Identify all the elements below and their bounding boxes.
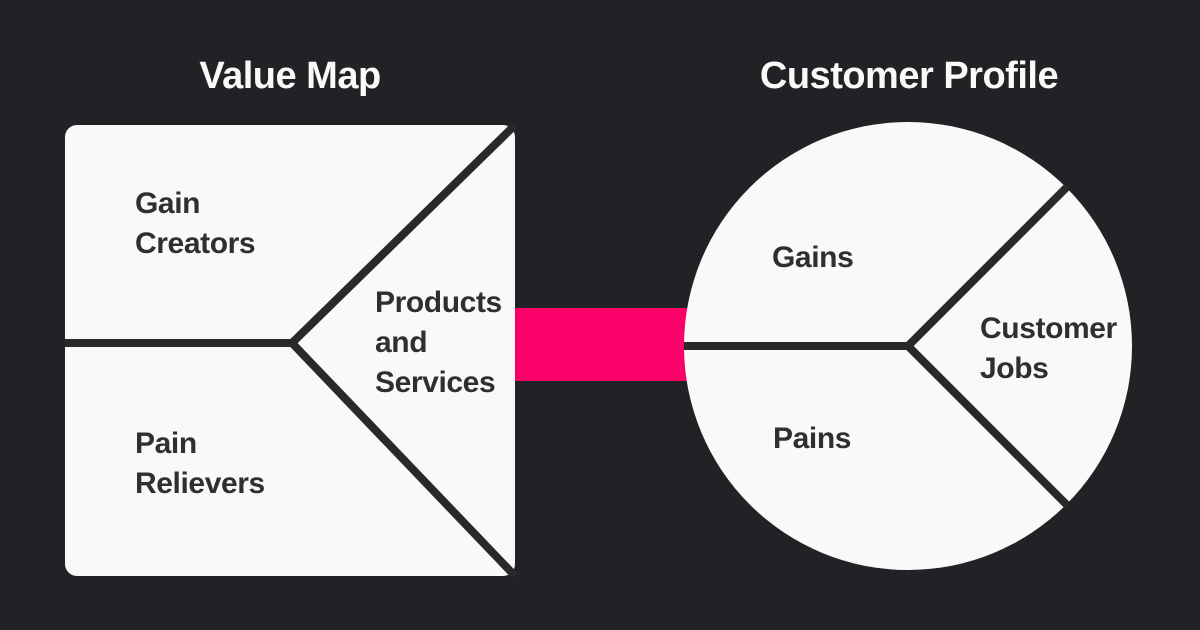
section-label-pains: Pains <box>773 422 852 455</box>
section-label-pain-relievers: Pain Relievers <box>135 427 265 500</box>
value-map-diagonal-dividers <box>286 122 518 579</box>
customer-profile-upper-divider <box>905 184 1070 349</box>
customer-profile-lower-divider <box>905 343 1070 508</box>
section-label-gain-creators: Gain Creators <box>135 187 256 260</box>
customer-profile-circle <box>684 122 1132 570</box>
section-label-gains: Gains <box>772 241 854 274</box>
value-map-square <box>65 122 518 579</box>
connector-bar <box>510 308 692 381</box>
customer-profile-title: Customer Profile <box>759 55 1059 97</box>
section-label-customer-jobs: Customer Jobs <box>980 312 1117 385</box>
value-map-title: Value Map <box>199 55 381 97</box>
section-label-products-and-services: Products and Services <box>375 286 502 399</box>
